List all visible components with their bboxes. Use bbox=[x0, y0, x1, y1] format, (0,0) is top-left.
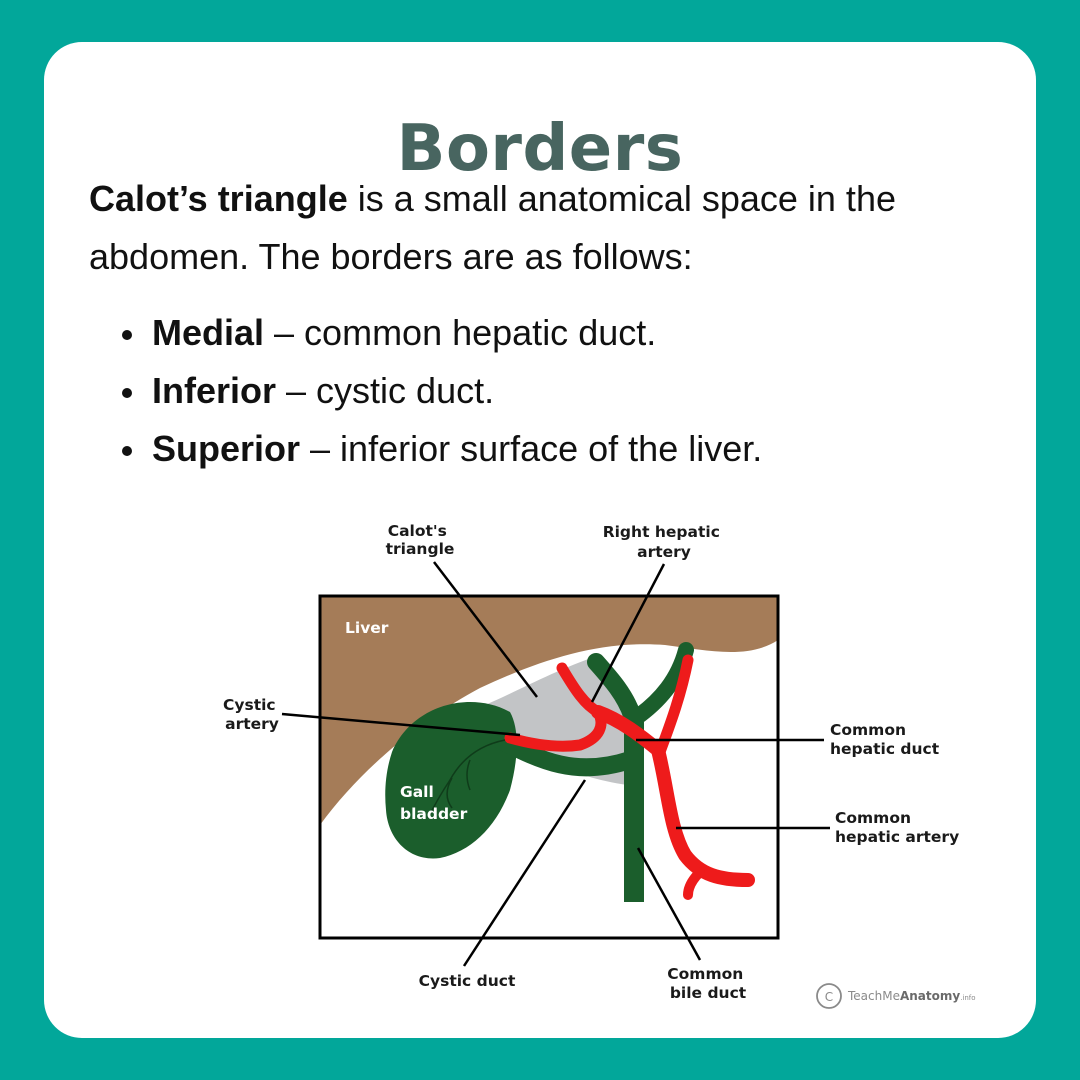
calots-triangle-region bbox=[485, 655, 628, 785]
hepatic-artery-branch-shape bbox=[654, 654, 694, 758]
border-item-inferior: Inferior – cystic duct. bbox=[121, 362, 762, 420]
border-description: – inferior surface of the liver. bbox=[300, 428, 763, 469]
label-line: bladder bbox=[400, 805, 468, 823]
intro-text: is a small anatomical space in the abdom… bbox=[89, 178, 896, 277]
label-right-hepatic-artery: Right hepatic artery bbox=[603, 523, 726, 561]
label-common-bile-duct: Common bile duct bbox=[667, 965, 748, 1002]
label-line: artery bbox=[637, 543, 691, 561]
border-description: – cystic duct. bbox=[276, 370, 495, 411]
label-line: hepatic artery bbox=[835, 828, 959, 846]
leader-common-bile-duct bbox=[636, 847, 702, 961]
page-title: Borders bbox=[396, 112, 684, 186]
leader-cystic-duct bbox=[462, 779, 587, 967]
diagram-frame bbox=[318, 594, 780, 940]
label-line: Cystic bbox=[223, 696, 276, 714]
label-common-hepatic-artery: Common hepatic artery bbox=[835, 809, 959, 846]
credit-brand: Anatomy bbox=[900, 989, 960, 1003]
leader-cystic-artery bbox=[281, 712, 521, 737]
label-gall-bladder: Gall bladder bbox=[400, 783, 468, 823]
border-item-superior: Superior – inferior surface of the liver… bbox=[121, 420, 763, 478]
label-line: Calot's bbox=[388, 522, 447, 540]
border-term: Inferior bbox=[152, 370, 277, 411]
label-line: artery bbox=[225, 715, 279, 733]
cystic-duct-shape bbox=[491, 731, 639, 777]
borders-list: Medial – common hepatic duct. Inferior –… bbox=[121, 304, 763, 478]
right-hepatic-artery-shape bbox=[504, 662, 607, 752]
border-term: Superior bbox=[152, 428, 301, 469]
credit-prefix: TeachMe bbox=[847, 989, 900, 1003]
label-line: bile duct bbox=[670, 984, 747, 1002]
label-line: Gall bbox=[400, 783, 434, 801]
label-line: Common bbox=[835, 809, 911, 827]
label-liver: Liver bbox=[345, 619, 389, 637]
credit-text: TeachMeAnatomy.info bbox=[847, 989, 976, 1003]
label-cystic-duct: Cystic duct bbox=[419, 972, 516, 990]
teachmeanatomy-logo: C TeachMeAnatomy.info bbox=[816, 983, 976, 1009]
label-line: Right hepatic bbox=[603, 523, 720, 541]
intro-term: Calot’s triangle bbox=[89, 178, 348, 219]
border-item-medial: Medial – common hepatic duct. bbox=[121, 304, 762, 362]
label-line: hepatic duct bbox=[830, 740, 940, 758]
credit-tld: .info bbox=[960, 994, 975, 1002]
gastroduodenal-artery-shape bbox=[683, 867, 705, 900]
leader-right-hepatic-artery bbox=[590, 563, 666, 703]
cystic-artery-branches bbox=[427, 739, 506, 819]
copyright-symbol: C bbox=[825, 990, 833, 1004]
intro-paragraph: Calot’s triangle is a small anatomical s… bbox=[89, 170, 989, 286]
border-description: – common hepatic duct. bbox=[264, 312, 657, 353]
label-line: Common bbox=[830, 721, 906, 739]
label-line: Common bbox=[667, 965, 743, 983]
copyright-icon bbox=[816, 983, 842, 1009]
common-hepatic-artery-shape bbox=[591, 705, 755, 887]
label-common-hepatic-duct: Common hepatic duct bbox=[830, 721, 940, 758]
label-cystic-artery: Cystic artery bbox=[223, 696, 281, 733]
label-calots-triangle: Calot's triangle bbox=[386, 522, 455, 558]
liver-shape bbox=[320, 596, 778, 825]
border-term: Medial bbox=[152, 312, 265, 353]
leader-calots-triangle bbox=[433, 561, 538, 698]
label-line: triangle bbox=[386, 540, 455, 558]
